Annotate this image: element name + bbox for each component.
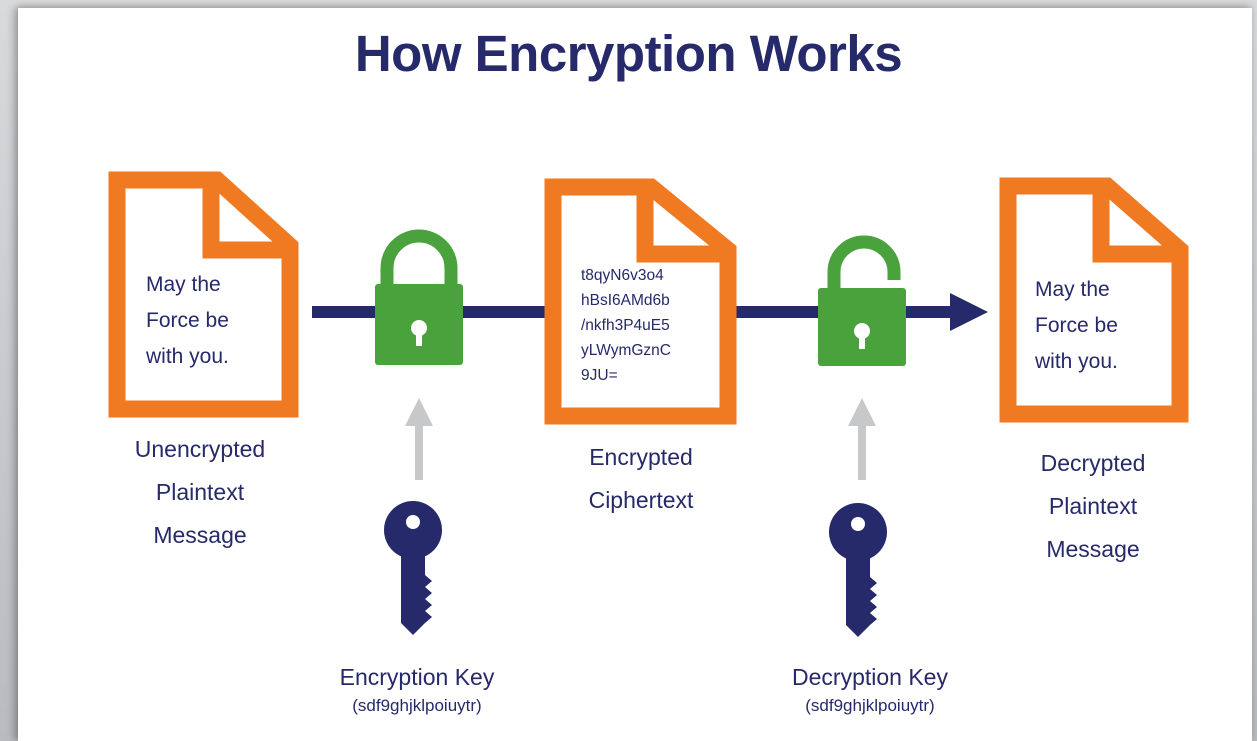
- ciphertext-line: /nkfh3P4uE5: [581, 317, 670, 334]
- padlock-closed-icon: [375, 229, 463, 365]
- plaintext-message: May the Force be with you.: [146, 267, 229, 375]
- decryption-key-label: Decryption Key (sdf9ghjklpoiuytr): [740, 662, 1000, 720]
- key-name: Encryption Key: [339, 664, 495, 690]
- caption-line: Message: [153, 522, 247, 548]
- decrypted-line: with you.: [1035, 350, 1118, 373]
- key-value: (sdf9ghjklpoiuytr): [352, 696, 482, 715]
- key-to-lock-arrow: [405, 398, 433, 480]
- decrypted-line: May the: [1035, 278, 1110, 301]
- caption-line: Decrypted: [1040, 450, 1146, 476]
- encrypted-caption: Encrypted Ciphertext: [541, 436, 741, 522]
- key-to-lock-arrow: [848, 398, 876, 480]
- encryption-key-label: Encryption Key (sdf9ghjklpoiuytr): [287, 662, 547, 720]
- plaintext-line: with you.: [146, 345, 229, 368]
- unencrypted-caption: Unencrypted Plaintext Message: [100, 428, 300, 557]
- ciphertext-line: t8qyN6v3o4: [581, 267, 664, 284]
- caption-line: Plaintext: [1048, 493, 1138, 519]
- caption-line: Unencrypted: [134, 436, 266, 462]
- caption-line: Encrypted: [589, 444, 693, 470]
- ciphertext-line: hBsI6AMd6b: [581, 292, 670, 309]
- key-icon: [829, 503, 887, 637]
- document-icon: [108, 171, 299, 418]
- decrypted-caption: Decrypted Plaintext Message: [993, 442, 1193, 571]
- caption-line: Ciphertext: [588, 487, 694, 513]
- document-icon: [544, 178, 737, 425]
- plaintext-line: Force be: [146, 309, 229, 332]
- decrypted-line: Force be: [1035, 314, 1118, 337]
- ciphertext-message: t8qyN6v3o4 hBsI6AMd6b /nkfh3P4uE5 yLWymG…: [581, 263, 671, 388]
- caption-line: Plaintext: [155, 479, 245, 505]
- decrypted-message: May the Force be with you.: [1035, 272, 1118, 380]
- plaintext-line: May the: [146, 273, 221, 296]
- document-icon: [999, 177, 1189, 423]
- arrow-right-icon: [950, 293, 988, 331]
- key-name: Decryption Key: [792, 664, 948, 690]
- caption-line: Message: [1046, 536, 1140, 562]
- ciphertext-line: 9JU=: [581, 367, 618, 384]
- ciphertext-line: yLWymGznC: [581, 342, 671, 359]
- padlock-open-icon: [818, 235, 906, 366]
- key-value: (sdf9ghjklpoiuytr): [805, 696, 935, 715]
- key-icon: [384, 501, 442, 635]
- diagram-title: How Encryption Works: [354, 25, 903, 82]
